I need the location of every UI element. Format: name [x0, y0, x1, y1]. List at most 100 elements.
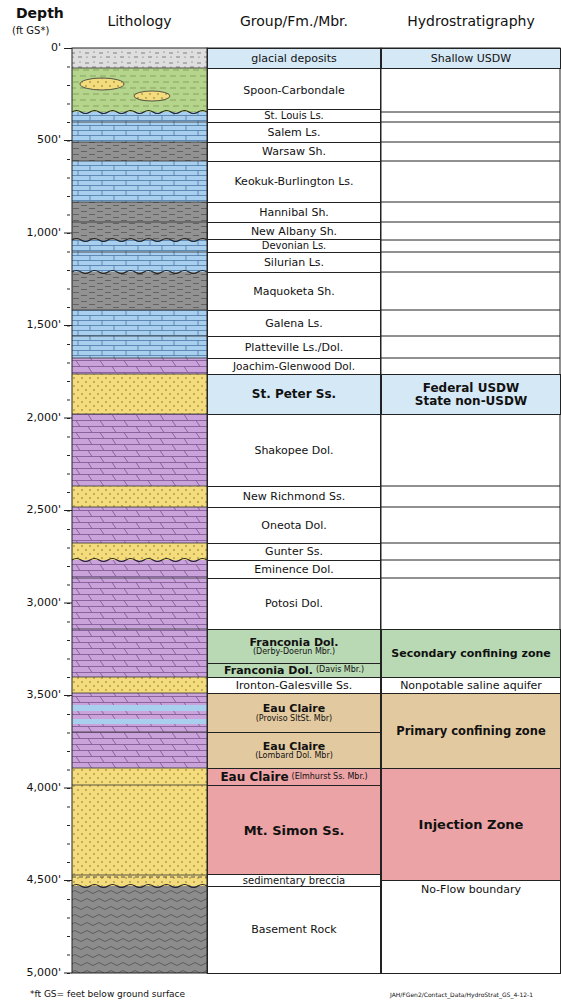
formation-name: Secondary confining zone [391, 648, 550, 660]
formation-name: Maquoketa Sh. [253, 286, 335, 298]
formation-name: New Richmond Ss. [243, 491, 345, 503]
depth-tick-label: 4,500' [26, 874, 61, 886]
formation-name: Joachim-Glenwood Dol. [233, 361, 355, 372]
sandstone-layer [72, 374, 207, 414]
hydro-column-frame [381, 48, 560, 973]
formation-name: Platteville Ls./Dol. [245, 342, 344, 354]
dolomite-layer [72, 629, 207, 677]
sandstone-layer [72, 486, 207, 507]
siltstone-band [72, 719, 207, 724]
glacial-layer [72, 48, 207, 68]
member-name: (Proviso SltSt. Mbr) [256, 715, 333, 723]
hydro-zone-box: Nonpotable saline aquifer [381, 677, 561, 694]
formation-box: glacial deposits [207, 48, 381, 69]
axis-title: Depth [16, 6, 64, 21]
shale-layer [72, 142, 207, 161]
dolomite-layer [72, 732, 207, 768]
formation-box: Eau Claire(Lombard Dol. Mbr) [207, 732, 381, 769]
unconformity-line [72, 559, 207, 562]
member-name: (Elmhurst Ss. Mbr.) [292, 773, 368, 781]
formation-name: St. Louis Ls. [264, 111, 324, 122]
formation-name: Nonpotable saline aquifer [400, 680, 542, 692]
dolomite-layer [72, 693, 207, 732]
formation-name: Eminence Dol. [254, 564, 334, 576]
formation-name: St. Peter Ss. [252, 388, 336, 401]
formation-box: Maquoketa Sh. [207, 272, 381, 311]
formation-box: Eau Claire(Proviso SltSt. Mbr) [207, 693, 381, 733]
unconformity-line [72, 885, 207, 888]
major-ticks [64, 49, 72, 974]
limestone-layer [72, 310, 207, 336]
sandstone-lens [134, 91, 170, 101]
depth-tick-label: 1,000' [26, 227, 61, 239]
limestone-layer [72, 252, 207, 272]
depth-tick-label: 5,000' [26, 967, 61, 979]
file-reference: JAH/FGen2/Contact_Data/HydroStrat_GS_4-1… [390, 992, 533, 999]
sandstone-layer [72, 768, 207, 785]
member-name: State non-USDW [415, 395, 527, 408]
member-name: (Davis Mbr.) [316, 666, 364, 674]
hydro-boundary-lines [381, 112, 560, 578]
formation-box: Franconia Dol.(Davis Mbr.) [207, 663, 381, 678]
formation-name: Potosi Dol. [265, 598, 323, 610]
formation-box: Franconia Dol.(Derby-Doerun Mbr.) [207, 629, 381, 664]
formation-box: Warsaw Sh. [207, 142, 381, 162]
depth-tick-label: 2,500' [26, 504, 61, 516]
formation-name: Devonian Ls. [262, 241, 327, 252]
dolomite-layer [72, 578, 207, 629]
formation-name: Warsaw Sh. [262, 146, 326, 158]
formation-name: No-Flow boundary [421, 884, 521, 896]
formation-name: Mt. Simon Ss. [244, 824, 345, 838]
formation-box: Hannibal Sh. [207, 202, 381, 223]
coal-measures-layer [72, 68, 207, 112]
column-header: Hydrostratigraphy [407, 14, 534, 29]
formation-name: Oneota Dol. [261, 520, 326, 532]
formation-box: Platteville Ls./Dol. [207, 336, 381, 359]
formation-box: Silurian Ls. [207, 252, 381, 273]
basement-layer [72, 886, 207, 973]
hydro-zone-box: Federal USDWState non-USDW [381, 374, 561, 415]
depth-tick-label: 3,000' [26, 597, 61, 609]
shale-layer [72, 202, 207, 222]
sandstone-layer [72, 543, 207, 560]
formation-name: sedimentary breccia [243, 876, 345, 887]
hydro-zone-box: Shallow USDW [381, 48, 561, 69]
formation-box: Devonian Ls. [207, 239, 381, 253]
column-header: Lithology [107, 14, 171, 29]
sandstone-layer [72, 785, 207, 875]
formation-name: Primary confining zone [396, 725, 546, 737]
limestone-layer [72, 161, 207, 202]
layer-boundaries [72, 68, 207, 875]
shale-layer [72, 222, 207, 240]
formation-box: Eau Claire (Elmhurst Ss. Mbr.) [207, 768, 381, 786]
unconformity-line [72, 239, 207, 242]
depth-tick-label: 500' [37, 134, 61, 146]
depth-tick-label: 0' [51, 42, 61, 54]
axis-unit: (ft GS*) [12, 25, 49, 36]
formation-name: Ironton-Galesville Ss. [236, 680, 353, 692]
limestone-layer [72, 336, 207, 358]
depth-tick-label: 1,500' [26, 319, 61, 331]
formation-box: Ironton-Galesville Ss. [207, 677, 381, 694]
formation-box: New Richmond Ss. [207, 486, 381, 508]
group-column-frame [207, 48, 381, 973]
column-header: Group/Fm./Mbr. [240, 14, 348, 29]
formation-box: Keokuk-Burlington Ls. [207, 161, 381, 203]
formation-box: Galena Ls. [207, 310, 381, 337]
member-name: (Derby-Doerun Mbr.) [253, 648, 335, 656]
formation-name: Galena Ls. [265, 318, 323, 330]
formation-box: Basement Rock [207, 886, 381, 974]
sandstone-layer [72, 677, 207, 693]
formation-name: Eau Claire [220, 771, 288, 784]
formation-name: Injection Zone [419, 818, 524, 832]
formation-box: Oneota Dol. [207, 507, 381, 544]
depth-tick-label: 4,000' [26, 782, 61, 794]
formation-box: Mt. Simon Ss. [207, 785, 381, 876]
siltstone-band [72, 705, 207, 711]
formation-name: Shallow USDW [431, 53, 511, 65]
formation-name: glacial deposits [251, 53, 336, 65]
formation-name: Eau Claire [263, 703, 326, 715]
formation-name: Federal USDW [423, 382, 519, 395]
depth-tick-label: 2,000' [26, 412, 61, 424]
